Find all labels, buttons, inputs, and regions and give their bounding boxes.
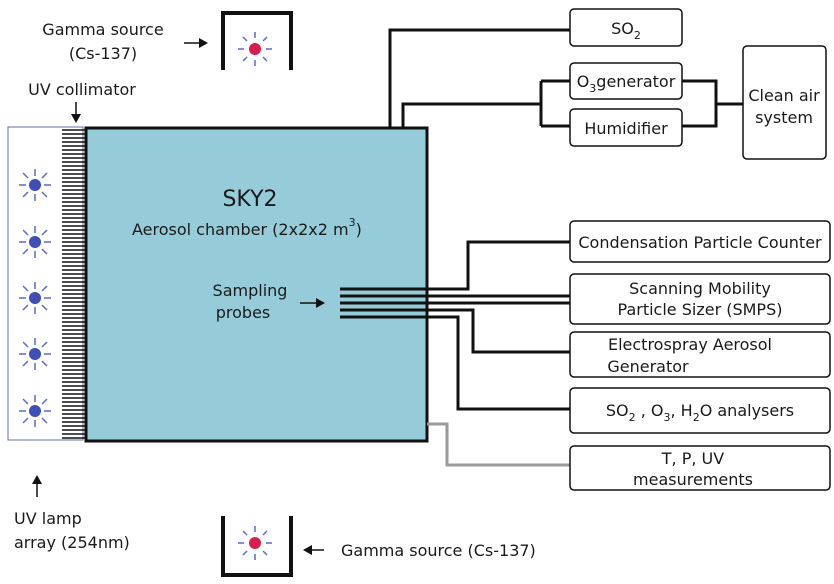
so2-box [569, 8, 683, 47]
cpc-box [569, 220, 831, 263]
sampling-probes [340, 240, 570, 411]
clean-air-label-1: Clean air [748, 86, 820, 105]
gamma-top-label-1: Gamma source [42, 20, 163, 39]
uv-lamp-arrow-icon [32, 475, 42, 497]
gamma-top-label-2: (Cs-137) [69, 44, 137, 63]
gamma-source-top-icon [221, 11, 293, 70]
clean-air-box [742, 45, 827, 160]
analysers-box [569, 387, 831, 434]
uv-lamp-array [7, 126, 84, 441]
clean-air-label-2: system [755, 108, 813, 127]
smps-box [569, 273, 831, 325]
cpc-label: Condensation Particle Counter [578, 233, 822, 252]
uv-lamp-icon [19, 338, 51, 370]
uv-lamp-icon [19, 282, 51, 314]
gamma-source-bottom-icon [221, 516, 293, 577]
so2-label: SO2 [611, 19, 641, 42]
gamma-bottom-label: Gamma source (Cs-137) [341, 541, 536, 560]
gas-supply-lines [388, 28, 743, 128]
uv-lamps [19, 169, 51, 427]
tpuv-box [569, 445, 831, 491]
uv-lamp-label-1: UV lamp [14, 509, 82, 528]
electrospray-label-1: Electrospray Aerosol [608, 335, 772, 354]
humidifier-box [569, 108, 683, 147]
chamber-subtitle: Aerosol chamber (2x2x2 m3) [132, 216, 362, 239]
uv-lamp-label-2: array (254nm) [14, 533, 130, 552]
uv-collimator-comb [62, 129, 86, 439]
tpuv-label-2: measurements [633, 470, 753, 489]
o3-generator-label: O3generator [577, 72, 676, 95]
tpuv-line [427, 422, 570, 467]
smps-label-2: Particle Sizer (SMPS) [618, 300, 783, 319]
chamber-title: SKY2 [222, 187, 277, 212]
uv-lamp-icon [19, 169, 51, 201]
sampling-arrow-icon [300, 298, 325, 308]
electrospray-label-2: Generator [607, 357, 689, 376]
uv-lamp-icon [19, 395, 51, 427]
humidifier-label: Humidifier [584, 119, 668, 138]
uv-collimator-arrow-icon [71, 102, 81, 123]
uv-lamp-icon [19, 226, 51, 258]
electrospray-box [569, 331, 831, 378]
o3-generator-box [569, 62, 683, 100]
aerosol-chamber [84, 126, 429, 443]
gamma-bottom-arrow-icon [303, 545, 324, 555]
gamma-top-arrow-icon [184, 38, 208, 48]
tpuv-label-1: T, P, UV [661, 449, 724, 468]
sampling-label-2: probes [216, 303, 271, 322]
sampling-label-1: Sampling [213, 281, 288, 300]
smps-label-1: Scanning Mobility [629, 279, 771, 298]
uv-collimator-label: UV collimator [28, 80, 136, 99]
analysers-label: SO2 , O3, H2O analysers [606, 401, 794, 424]
